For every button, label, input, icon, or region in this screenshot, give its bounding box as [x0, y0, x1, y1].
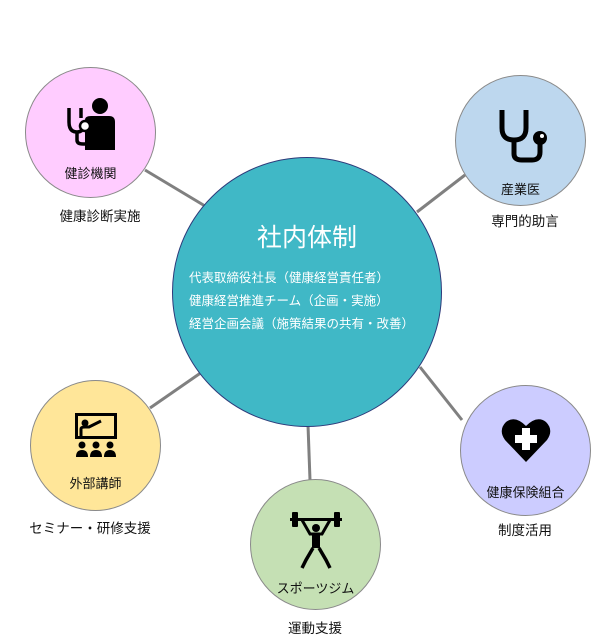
node-caption: 運動支援 [288, 621, 342, 635]
node-label: スポーツジム [276, 582, 355, 597]
connector-line [149, 370, 203, 410]
connector-line [144, 168, 206, 208]
node-caption: 健康診断実施 [59, 209, 141, 225]
center-item: 健康経営推進チーム（企画・実施） [189, 293, 389, 308]
stethoscope-icon [499, 110, 547, 163]
node-caption: 制度活用 [498, 523, 552, 539]
node-label: 健康保険組合 [486, 486, 565, 501]
node-label: 産業医 [500, 183, 540, 198]
connector-line [306, 424, 312, 481]
node-label: 外部講師 [69, 477, 122, 492]
center-title: 社内体制 [256, 223, 357, 252]
center-item: 代表取締役社長（健康経営責任者） [189, 270, 390, 285]
node-caption: セミナー・研修支援 [29, 521, 151, 537]
node-health-insurance-union: 健康保険組合 [460, 385, 591, 516]
center-circle: 社内体制 代表取締役社長（健康経営責任者） 健康経営推進チーム（企画・実施） 経… [172, 157, 442, 427]
connector-line [416, 173, 466, 214]
lecturer-icon [74, 413, 117, 457]
connector-line [418, 366, 464, 421]
doctor-stethoscope-icon [66, 98, 115, 150]
node-external-lecturer: 外部講師 [30, 380, 161, 511]
node-health-checkup-institution: 健診機関 [25, 67, 156, 198]
weightlifter-icon [289, 512, 342, 569]
center-item: 経営企画会議（施策結果の共有・改善） [189, 316, 415, 331]
node-label: 健診機関 [64, 167, 117, 182]
node-sports-gym: スポーツジム [250, 479, 381, 610]
node-industrial-physician: 産業医 [455, 75, 586, 206]
node-caption: 専門的助言 [491, 214, 559, 230]
heart-cross-icon [501, 419, 550, 462]
